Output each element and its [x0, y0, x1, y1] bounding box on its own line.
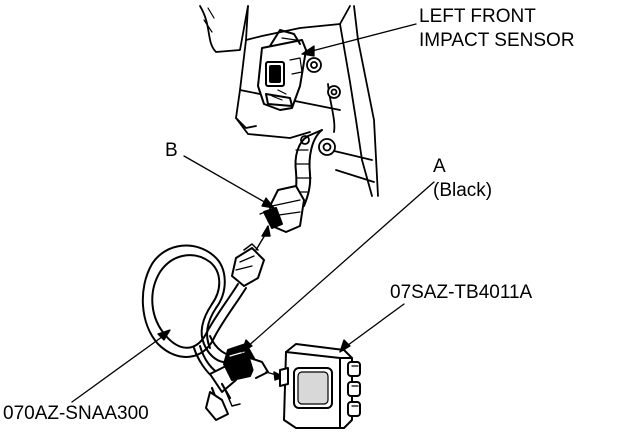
body-panel: [199, 5, 379, 197]
engage-arrow-b: [255, 225, 271, 251]
connector-b: [259, 185, 305, 233]
impact-sensor: [257, 29, 307, 111]
sensor-label-line1: LEFT FRONT: [419, 6, 536, 27]
connector-a-label: A: [433, 156, 446, 177]
sensor-label-line2: IMPACT SENSOR: [419, 30, 575, 51]
connector-b-label: B: [165, 140, 178, 161]
test-harness-box: [279, 343, 361, 429]
adapter-harness: [141, 243, 265, 421]
leader-lines: [71, 23, 435, 403]
harness-part-number: 07SAZ-TB4011A: [390, 282, 533, 303]
connector-a: [223, 343, 269, 381]
adapter-part-number: 070AZ-SNAA300: [3, 403, 149, 424]
connector-a-color-note: (Black): [433, 180, 493, 201]
